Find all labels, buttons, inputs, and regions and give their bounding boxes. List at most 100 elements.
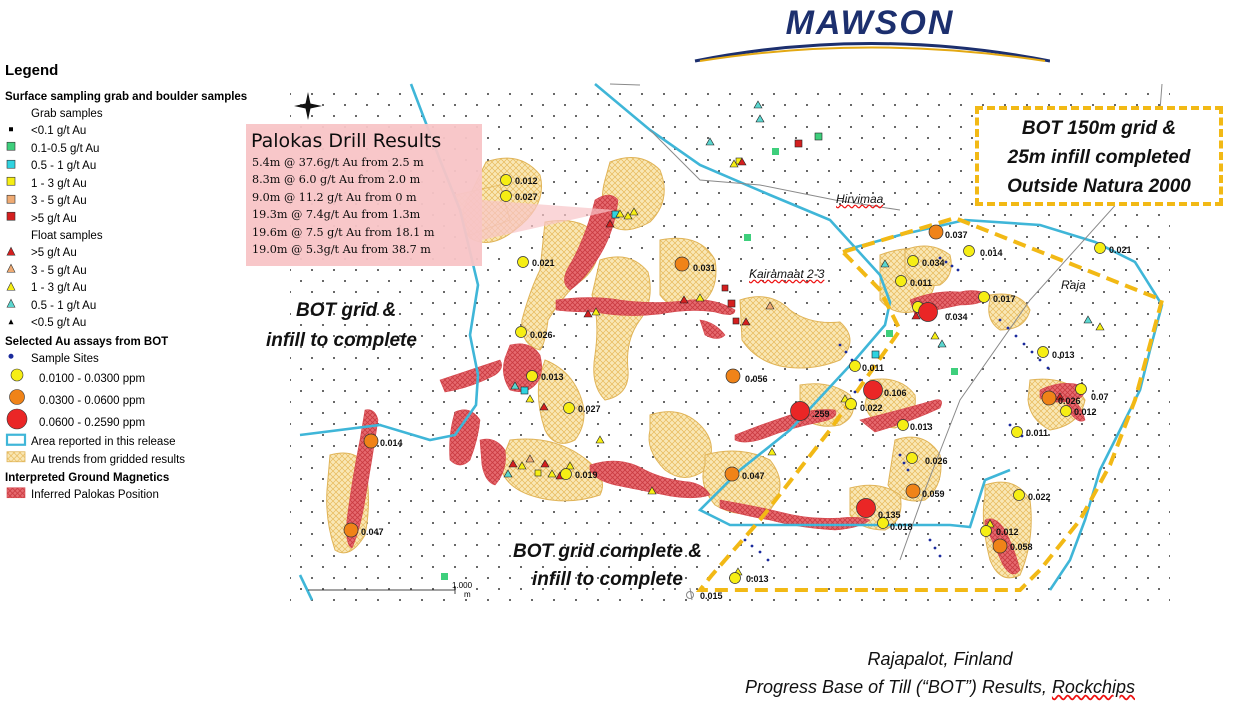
legend-float-item: >5 g/t Au (5, 245, 305, 263)
legend-mag-item: Inferred Palokas Position (5, 487, 305, 505)
legend-bot-list: Sample Sites 0.0100 - 0.0300 ppm 0.0300 - … (5, 351, 305, 435)
legend-float-label: 1 - 3 g/t Au (31, 282, 87, 294)
assay-value-label: 0.013 (746, 574, 769, 584)
legend-bot-item: 0.0600 - 0.2590 ppm (5, 408, 305, 434)
assay-value-label: 0.026 (530, 330, 553, 340)
circle-m-symbol-icon (7, 387, 27, 415)
drill-row: 19.6m @ 7.5 g/t Au from 18.1 m (252, 225, 435, 239)
legend-grab-label: >5 g/t Au (31, 212, 77, 225)
assay-value-label: 0.014 (980, 248, 1003, 258)
footer-line-2a: Progress Base of Till (“BOT”) Results, (745, 677, 1052, 697)
assay-value-label: 0.011 (1026, 428, 1048, 438)
square-symbol-icon (6, 141, 16, 159)
triangle-symbol-icon (6, 280, 16, 298)
footer-line-2: Progress Base of Till (“BOT”) Results, R… (700, 673, 1180, 701)
legend-bot-label: 0.0300 - 0.0600 ppm (39, 395, 146, 407)
legend-grab-item: >5 g/t Au (5, 211, 305, 229)
assay-value-label: 0.013 (910, 422, 933, 432)
grab-samples (441, 132, 958, 580)
bot-150m-outline (695, 215, 1165, 592)
assay-value-label: 0.021 (532, 258, 555, 268)
square-symbol-icon (6, 176, 16, 194)
assay-value-label: 0.047 (361, 527, 384, 537)
legend-bot-label: 0.0100 - 0.0300 ppm (39, 373, 146, 385)
assay-value-label: 0.027 (578, 404, 601, 414)
drill-row: 19.3m @ 7.4g/t Au from 1.3m (252, 208, 421, 222)
mawson-logo: MAWSON (690, 4, 1051, 66)
legend-float-label: <0.5 g/t Au (31, 317, 87, 329)
assay-value-label: 0.022 (1028, 492, 1051, 502)
assay-value-label: 0.021 (1109, 245, 1132, 255)
small-square-symbol-icon (6, 123, 16, 141)
assay-value-label: 0.011 (862, 363, 884, 373)
assay-value-label: .259 (812, 409, 830, 419)
legend-float-label: 3 - 5 g/t Au (31, 264, 87, 277)
logo-wordmark: MAWSON (786, 6, 955, 42)
triangle-symbol-icon (6, 263, 16, 281)
caption-bot-grid-1: BOT grid & (296, 300, 397, 321)
legend-section-bot: Selected Au assays from BOT (5, 335, 169, 348)
legend-title: Legend (5, 62, 59, 79)
square-symbol-icon (6, 158, 16, 176)
triangle-symbol-icon (6, 245, 16, 263)
assay-value-label: 0.019 (575, 470, 598, 480)
legend-grab-label: 3 - 5 g/t Au (31, 195, 87, 207)
legend-grab-list: <0.1 g/t Au 0.1-0.5 g/t Au 0.5 - 1 g/t Au 1… (5, 123, 305, 228)
place-kairamaat: Kairamaat 2-3 (749, 267, 825, 281)
legend-float-label: >5 g/t Au (31, 247, 77, 259)
place-raja: Raja (1061, 278, 1086, 292)
assay-value-label: 0.013 (1052, 350, 1075, 360)
assay-value-label: 0.012 (515, 176, 538, 186)
hatch-red-symbol-icon (5, 486, 27, 507)
footer-line-1: Rajapalot, Finland (867, 649, 1013, 669)
legend-mag-list: Inferred Palokas Position (5, 487, 305, 505)
legend-bot-item: 0.0100 - 0.0300 ppm (5, 368, 305, 390)
natura-line-3: Outside Natura 2000 (1007, 176, 1191, 197)
small-triangle-symbol-icon (6, 315, 16, 333)
legend-float-item: 0.5 - 1 g/t Au (5, 298, 305, 316)
triangle-symbol-icon (6, 298, 16, 316)
caption-complete-2: infill to complete (532, 569, 683, 590)
caption-bot-grid-2: infill to complete (266, 330, 417, 351)
assay-value-label: 0.012 (996, 527, 1019, 537)
drill-connector (482, 200, 615, 240)
legend-bot-label: 0.0600 - 0.2590 ppm (39, 417, 146, 429)
assay-value-label: 0.034 (945, 312, 968, 322)
footer-line-2b: Rockchips (1051, 677, 1135, 697)
legend-float-item: 3 - 5 g/t Au (5, 263, 305, 281)
sample-sites (743, 256, 1050, 562)
legend-grab-label: <0.1 g/t Au (31, 125, 87, 137)
circle-s-symbol-icon (7, 365, 27, 393)
legend-float-label: 0.5 - 1 g/t Au (31, 299, 97, 312)
circle-l-symbol-icon (5, 407, 29, 439)
assay-value-label: 0.018 (890, 522, 913, 532)
outline-symbol-icon (5, 433, 27, 454)
legend-grab-label: 0.1-0.5 g/t Au (31, 142, 100, 155)
legend-grab-item: 1 - 3 g/t Au (5, 176, 305, 194)
legend-bot-label: Sample Sites (31, 352, 99, 365)
place-hirvimaa: Hirvimaa (836, 192, 884, 206)
square-symbol-icon (6, 193, 16, 211)
north-arrow-icon (294, 92, 322, 120)
palokas-trends (346, 194, 1086, 575)
natura-callout: BOT 150m grid & 25m infill completed Out… (975, 106, 1223, 206)
legend-grab-item: <0.1 g/t Au (5, 123, 305, 141)
assay-value-label: 0.135 (878, 510, 901, 520)
map-footer: Rajapalot, Finland Progress Base of Till… (700, 645, 1180, 701)
assay-value-label: 0.056 (745, 374, 768, 384)
legend-grab-label: 1 - 3 g/t Au (31, 177, 87, 190)
legend-section-surface: Surface sampling grab and boulder sample… (5, 91, 248, 103)
assay-value-label: 0.059 (922, 489, 945, 499)
assay-value-label: 0.011 (910, 278, 932, 288)
assay-value-label: 0.058 (1010, 542, 1033, 552)
legend-grab-label: 0.5 - 1 g/t Au (31, 160, 97, 172)
natura-line-1: BOT 150m grid & (1021, 118, 1177, 139)
assay-value-label: 0.037 (945, 230, 968, 240)
legend-area-item: Au trends from gridded results (5, 451, 305, 470)
assay-value-label: 0.027 (515, 192, 538, 202)
legend-float-item: <0.5 g/t Au (5, 315, 305, 333)
assay-value-label: 0.017 (993, 294, 1016, 304)
legend-grab-item: 0.1-0.5 g/t Au (5, 141, 305, 159)
assay-value-label: 0.047 (742, 471, 765, 481)
scale-end-label: 1.000 (452, 581, 473, 590)
